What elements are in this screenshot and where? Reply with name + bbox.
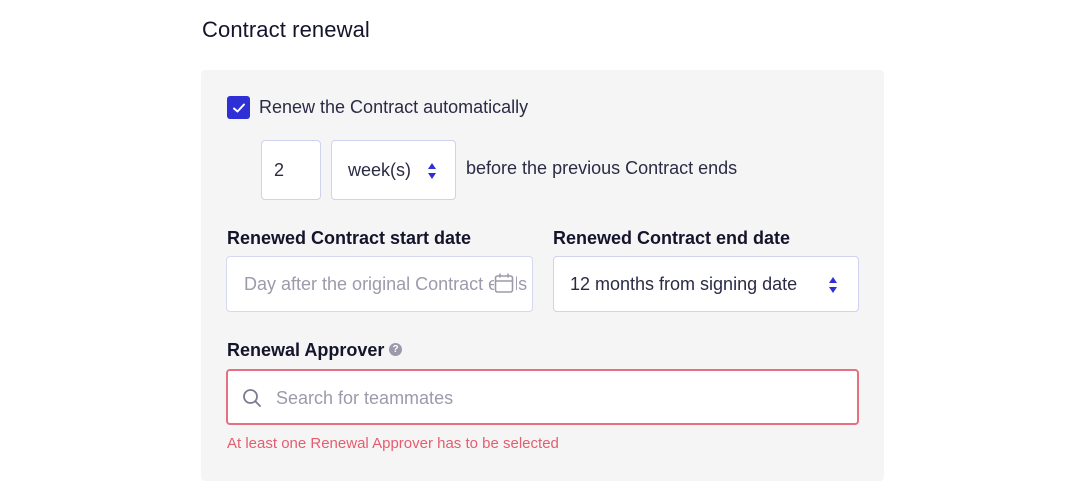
notice-unit-value: week(s)	[348, 159, 412, 180]
search-icon	[243, 389, 261, 407]
calendar-icon[interactable]	[494, 272, 516, 296]
approver-search-input[interactable]	[276, 383, 836, 413]
notice-amount-input[interactable]	[261, 140, 321, 200]
end-date-label: Renewed Contract end date	[553, 228, 791, 248]
updown-arrows-icon	[428, 163, 436, 179]
help-icon[interactable]: ?	[389, 343, 402, 356]
notice-suffix-text: before the previous Contract ends	[466, 158, 738, 178]
auto-renew-label[interactable]: Renew the Contract automatically	[259, 97, 529, 117]
checkmark-icon	[232, 103, 245, 112]
end-date-select[interactable]: 12 months from signing date	[553, 256, 859, 312]
start-date-input[interactable]: Day after the original Contract ends	[226, 256, 533, 312]
approver-search-field[interactable]	[226, 369, 859, 425]
start-date-label: Renewed Contract start date	[227, 228, 472, 248]
section-title: Contract renewal	[202, 17, 370, 42]
start-date-placeholder: Day after the original Contract ends	[244, 274, 528, 294]
auto-renew-checkbox[interactable]	[227, 96, 250, 119]
approver-error-message: At least one Renewal Approver has to be …	[227, 435, 559, 452]
approver-label: Renewal Approver	[227, 340, 385, 360]
end-date-value: 12 months from signing date	[570, 274, 798, 294]
notice-unit-select[interactable]: week(s)	[331, 140, 456, 200]
updown-arrows-icon	[829, 277, 837, 293]
